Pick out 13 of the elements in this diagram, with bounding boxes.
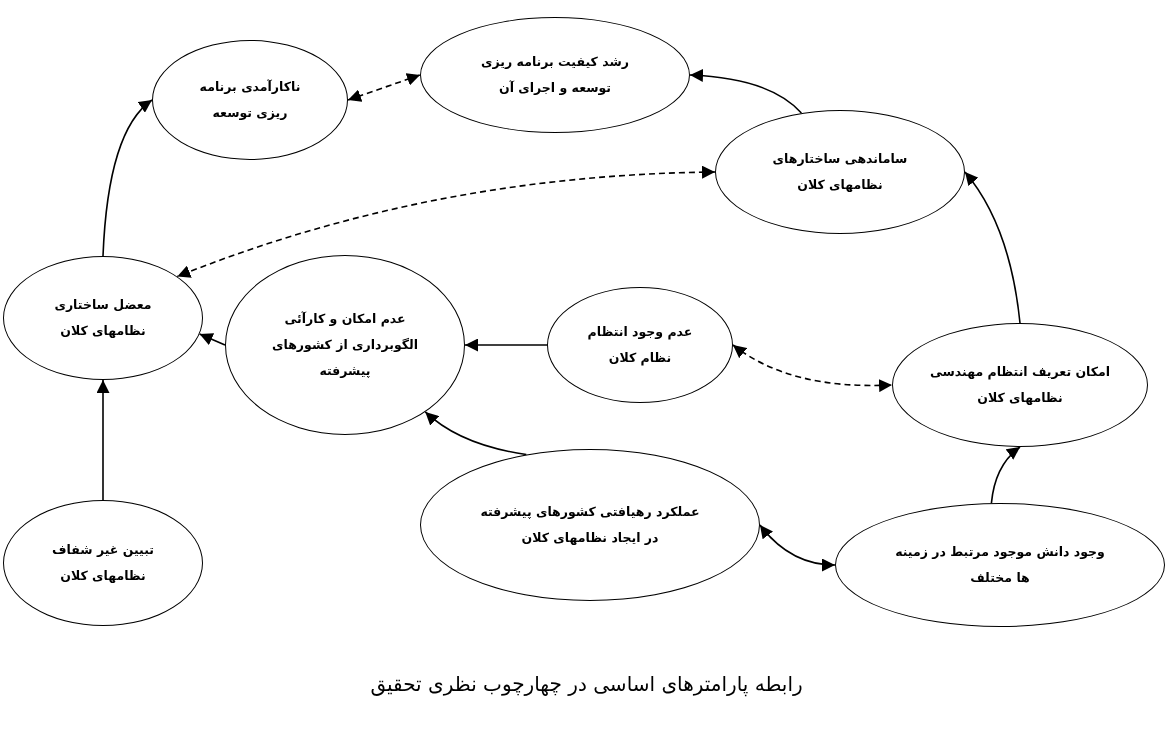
caption: رابطه پارامترهای اساسی در چهارچوب نظری تحقیق [369, 672, 804, 696]
double-headed-arrow [176, 165, 716, 278]
arrow [198, 333, 226, 346]
arrow [102, 99, 153, 257]
double-headed-arrow [347, 73, 421, 102]
double-headed-arrow [732, 344, 893, 392]
arrow [990, 446, 1021, 504]
arrow [689, 69, 803, 114]
arrow [964, 171, 1021, 324]
arrow [96, 379, 110, 501]
arrow [424, 411, 528, 456]
double-headed-arrow [759, 524, 836, 571]
arrow [464, 338, 548, 352]
